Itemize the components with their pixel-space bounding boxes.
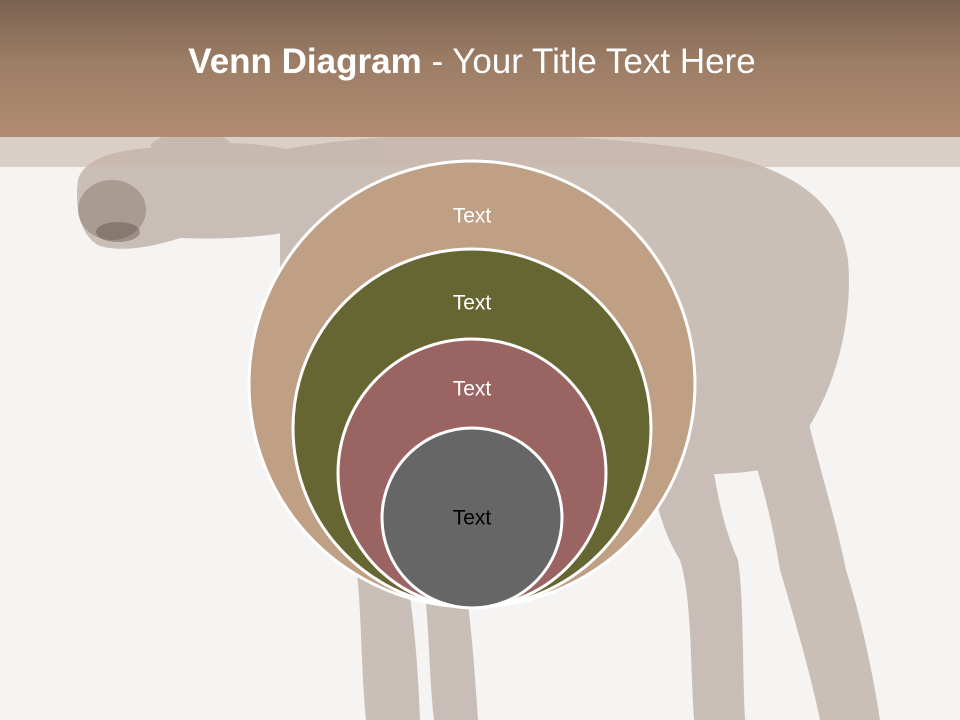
- slide-title: Venn Diagram - Your Title Text Here: [0, 40, 944, 84]
- venn-circle-1-label: Text: [453, 205, 492, 228]
- venn-circle-4-label: Text: [453, 507, 492, 530]
- venn-circle-3-label: Text: [453, 378, 492, 401]
- title-band: [0, 0, 960, 137]
- venn-circle-2-label: Text: [453, 292, 492, 315]
- slide-title-bold: Venn Diagram: [188, 42, 422, 81]
- slide-title-rest: - Your Title Text Here: [421, 42, 756, 81]
- venn-circle-4: [380, 426, 564, 610]
